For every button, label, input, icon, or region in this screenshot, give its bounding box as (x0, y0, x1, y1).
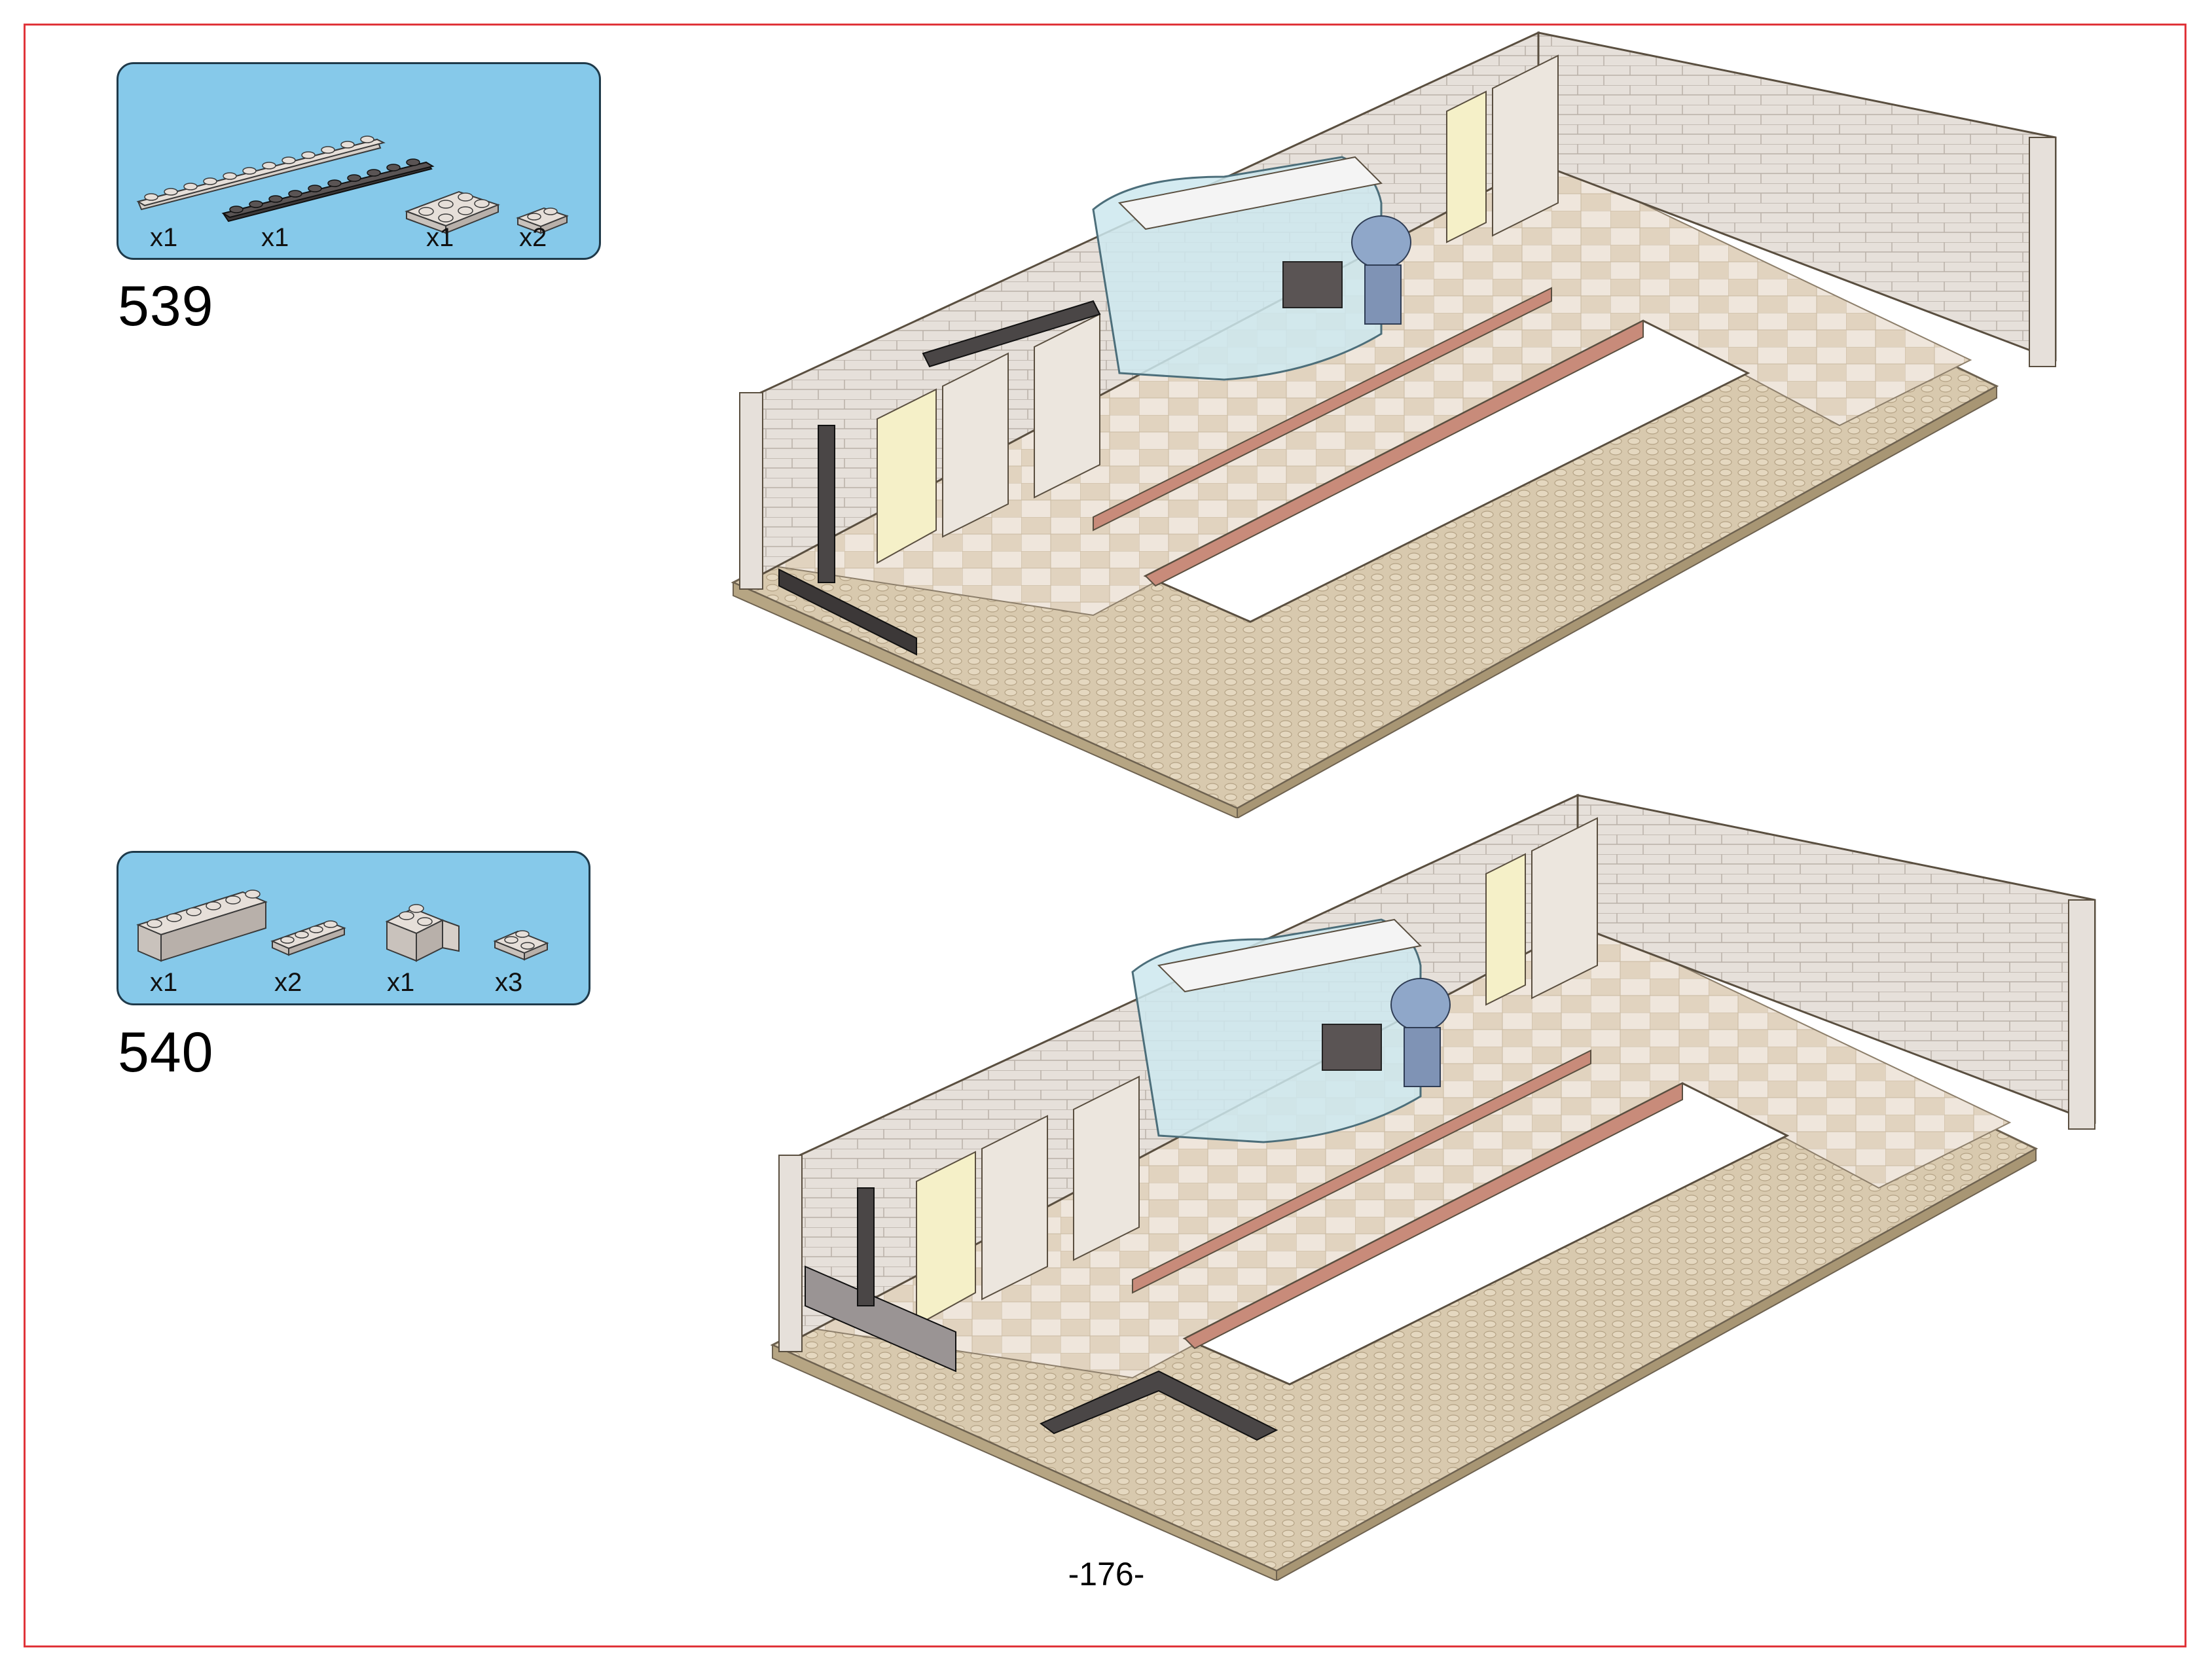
part-plate-1x2 (516, 207, 569, 234)
qty-label: x3 (495, 968, 523, 997)
pillar (2029, 137, 2056, 367)
part-corner-plate (493, 930, 549, 961)
reddish-trim (1132, 1049, 1591, 1294)
parts-illustration-540 (136, 889, 549, 962)
new-corner-plates (1040, 1370, 1278, 1441)
qty-label: x1 (261, 223, 289, 252)
qty-label: x2 (519, 223, 547, 252)
part-plate-2x3 (405, 190, 500, 234)
qty-label: x1 (426, 223, 454, 252)
pillar (818, 425, 835, 583)
model-illustration-step-540 (770, 793, 2096, 1581)
step-number: 540 (118, 1021, 214, 1084)
robot-figure (1351, 215, 1411, 325)
new-gray-brick (805, 1265, 956, 1373)
new-dark-plate (922, 300, 1101, 368)
control-panel (1282, 261, 1343, 308)
door-panel (1531, 817, 1598, 999)
door-panel (1073, 1075, 1140, 1261)
parts-panel-step-539: x1 x1 x1 x2 (117, 62, 601, 260)
page-number: -176- (1068, 1556, 1145, 1592)
part-corner-brick (385, 904, 460, 962)
qty-label: x1 (387, 968, 415, 997)
door-panel (1446, 90, 1487, 243)
door-panel (916, 1151, 976, 1327)
model-illustration-step-539 (731, 31, 2057, 818)
pillar (857, 1187, 875, 1306)
part-plate-1x12 (136, 135, 386, 211)
page-frame (24, 24, 2186, 1647)
robot-figure (1390, 978, 1451, 1087)
pillar (778, 1155, 803, 1352)
pillar (739, 392, 763, 590)
door-panel (1034, 313, 1100, 499)
door-panel (1492, 54, 1559, 237)
reddish-trim (1093, 287, 1552, 531)
door-panel (877, 388, 937, 564)
door-panel (942, 352, 1009, 538)
step-number: 539 (118, 275, 214, 338)
qty-label: x1 (150, 968, 178, 997)
control-panel (1322, 1024, 1382, 1071)
door-panel (981, 1115, 1048, 1301)
part-plate-1x10-dark (221, 158, 435, 223)
part-brick-1x6 (136, 889, 268, 962)
part-plate-1x4 (270, 920, 346, 956)
qty-label: x2 (274, 968, 302, 997)
parts-panel-step-540: x1 x2 x1 x3 (117, 851, 590, 1005)
qty-label: x1 (150, 223, 178, 252)
pillar (2068, 899, 2095, 1130)
door-panel (1485, 853, 1526, 1006)
new-dark-plate (778, 568, 917, 656)
parts-illustration-539 (136, 135, 569, 234)
